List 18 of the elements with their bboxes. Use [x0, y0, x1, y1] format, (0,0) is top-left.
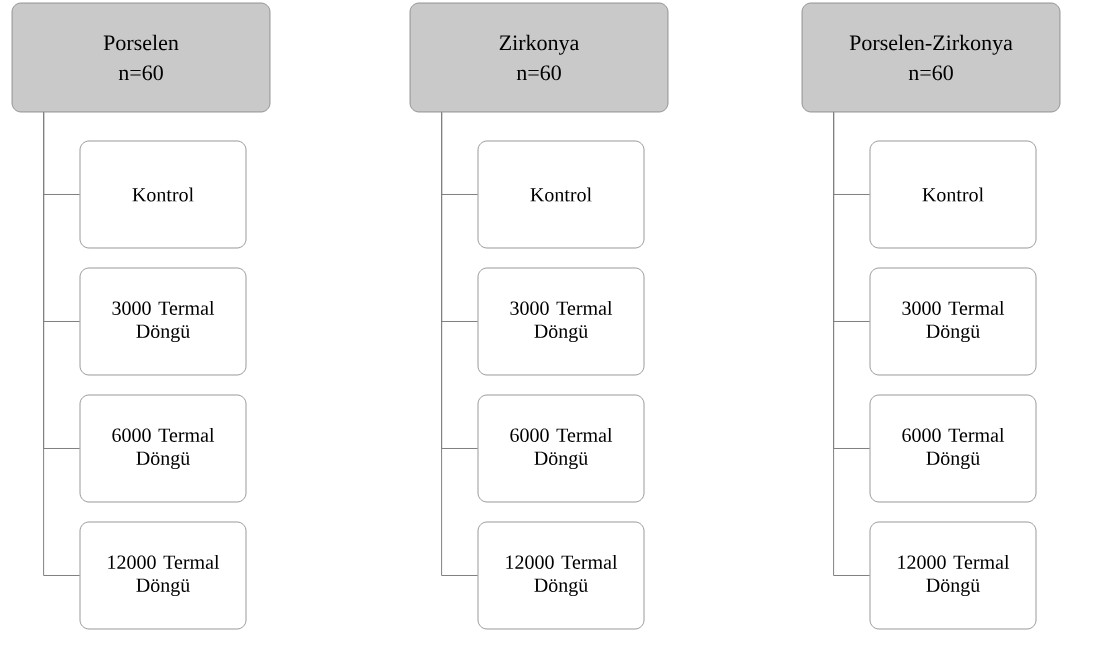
condition-box: Kontrol: [869, 140, 1037, 249]
condition-box: 12000 Termal Döngü: [79, 521, 247, 630]
condition-box: 6000 Termal Döngü: [79, 394, 247, 503]
connector-line: [441, 111, 479, 576]
condition-box: Kontrol: [79, 140, 247, 249]
condition-box: 3000 Termal Döngü: [79, 267, 247, 376]
connector-line: [43, 111, 81, 576]
group-header-box: Zirkonya n=60: [409, 2, 669, 113]
condition-box: 12000 Termal Döngü: [477, 521, 645, 630]
condition-box: 3000 Termal Döngü: [477, 267, 645, 376]
connector-line: [833, 111, 871, 576]
condition-box: 12000 Termal Döngü: [869, 521, 1037, 630]
condition-box: 6000 Termal Döngü: [477, 394, 645, 503]
condition-box: 6000 Termal Döngü: [869, 394, 1037, 503]
condition-box: Kontrol: [477, 140, 645, 249]
group-header-box: Porselen n=60: [11, 2, 271, 113]
condition-box: 3000 Termal Döngü: [869, 267, 1037, 376]
group-header-box: Porselen-Zirkonya n=60: [801, 2, 1061, 113]
